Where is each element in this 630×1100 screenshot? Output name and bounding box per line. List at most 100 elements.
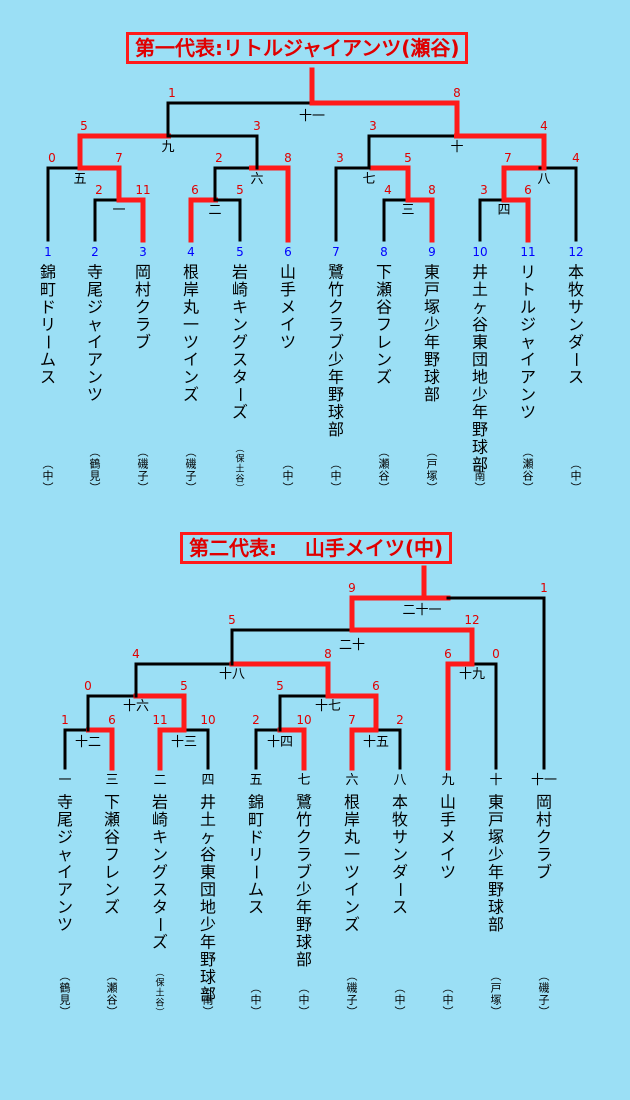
team-name: イ: [57, 863, 73, 882]
team-region: ︵: [347, 969, 358, 982]
team-name: ブ: [135, 333, 151, 352]
team-region: 中: [571, 469, 582, 482]
team-name: 岩: [232, 263, 248, 282]
team-name: ャ: [87, 315, 103, 334]
team-region: ︵: [523, 445, 534, 458]
team-name: 野: [200, 950, 216, 969]
team-name: リ: [248, 845, 264, 864]
team-name: 少: [472, 385, 488, 404]
game-label: 五: [73, 172, 86, 187]
game-label: 一: [112, 203, 125, 218]
team-name: ク: [328, 298, 344, 317]
score-right: 8: [284, 151, 292, 165]
team-region: 中: [43, 469, 54, 482]
game-label: 十七: [315, 699, 341, 714]
team-name: 少: [424, 315, 440, 334]
team-region: ︵: [571, 457, 582, 470]
team-region: ︶: [539, 1005, 550, 1018]
team-name: 土: [472, 280, 488, 299]
team-name: 一: [183, 315, 199, 334]
team-name: 瀬: [376, 280, 392, 299]
team-region: ︶: [571, 481, 582, 494]
team-region: 中: [443, 993, 454, 1006]
team-name: 寺: [57, 793, 73, 812]
team-seed: 11: [520, 245, 535, 259]
team-name: ー: [230, 386, 249, 402]
team-name: ズ: [376, 368, 392, 387]
team-name: ア: [57, 880, 73, 899]
team-region: 戸: [427, 457, 438, 470]
team-name: ス: [248, 898, 264, 917]
team-name: 東: [200, 863, 216, 882]
team-name: 谷: [104, 828, 120, 847]
score-left: 11: [152, 713, 167, 727]
team-name: ブ: [328, 333, 344, 352]
team-name: ー: [246, 864, 265, 880]
team-name: タ: [152, 898, 168, 917]
team-name: 村: [135, 280, 151, 299]
game-label: 十六: [123, 699, 149, 714]
team-region: ︶: [379, 481, 390, 494]
team-seed: 一: [58, 773, 71, 788]
team-name: 本: [568, 263, 584, 282]
team-name: イ: [440, 845, 456, 864]
team-region: 瀬: [379, 456, 390, 470]
score-right: 10: [296, 713, 311, 727]
score-left: 2: [215, 151, 223, 165]
team-name: 岡: [536, 793, 552, 812]
team-region: 塚: [427, 469, 438, 482]
team-region: ︶: [427, 481, 438, 494]
team-region: ︵: [43, 457, 54, 470]
team-region: ︵: [235, 445, 244, 455]
team-region: ︵: [107, 969, 118, 982]
team-name: ン: [392, 845, 408, 864]
team-name: 部: [328, 420, 344, 439]
team-seed: 七: [297, 773, 310, 788]
team-name: ク: [296, 828, 312, 847]
score-left: 5: [276, 679, 284, 693]
team-name: ズ: [152, 933, 168, 952]
game-label: 六: [250, 172, 263, 187]
score-left: 2: [252, 713, 260, 727]
team-name: ジ: [57, 828, 73, 847]
team-name: グ: [232, 333, 248, 352]
score-left: 3: [480, 183, 488, 197]
team-region: ︶: [523, 481, 534, 494]
team-name: 錦: [40, 263, 56, 282]
team-name: ブ: [536, 863, 552, 882]
game-label: 十二: [75, 735, 101, 750]
score-left: 4: [132, 647, 140, 661]
score-right: 6: [108, 713, 116, 727]
team-region: ︶: [90, 481, 101, 494]
team-name: 東: [424, 263, 440, 282]
team-name: ル: [520, 298, 536, 317]
team-region: ︶: [443, 1005, 454, 1018]
team-region: ︶: [395, 1005, 406, 1018]
team-name: 東: [488, 793, 504, 812]
team-name: 竹: [296, 810, 312, 829]
team-name: ド: [40, 298, 56, 317]
team-region: 保: [155, 977, 164, 989]
team-region: ︵: [427, 445, 438, 458]
team-name: ア: [520, 368, 536, 387]
team-seed: 12: [568, 245, 583, 259]
team-name: 戸: [488, 810, 504, 829]
team-name: 竹: [328, 280, 344, 299]
game-label: 十一: [299, 109, 325, 124]
team-name: 山: [280, 263, 296, 282]
team-region: ︵: [251, 981, 262, 994]
team-name: 少: [200, 915, 216, 934]
team-region: 塚: [491, 993, 502, 1006]
team-seed: 10: [472, 245, 487, 259]
team-name: タ: [232, 368, 248, 387]
team-name: ン: [568, 315, 584, 334]
team-name: ー: [566, 351, 585, 367]
game-label: 三: [401, 203, 414, 218]
team-seed: 3: [139, 245, 147, 259]
team-name: 年: [472, 403, 488, 422]
team-name: ャ: [520, 333, 536, 352]
team-seed: 二: [153, 773, 166, 788]
block2-title: 第二代表: 山手メイツ(中): [180, 532, 453, 564]
team-name: ジ: [520, 315, 536, 334]
score-left: 2: [95, 183, 103, 197]
